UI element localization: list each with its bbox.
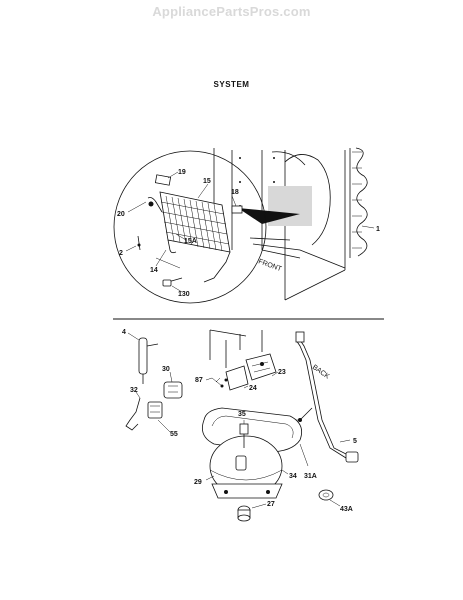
label-130: 130 xyxy=(178,291,190,298)
label-5: 5 xyxy=(353,438,357,445)
rear-bracket xyxy=(209,329,263,368)
label-27: 27 xyxy=(267,501,275,508)
condenser-magnifier xyxy=(113,150,267,304)
plate-part-24 xyxy=(225,365,249,391)
label-35: 35 xyxy=(238,411,246,418)
diagram-title: SYSTEM xyxy=(213,80,250,89)
compressor-assembly xyxy=(201,407,303,499)
label-1: 1 xyxy=(376,226,380,233)
power-cord-part-5 xyxy=(295,331,359,463)
label-34: 34 xyxy=(289,473,297,480)
clip-part-86 xyxy=(298,407,313,422)
label-2: 2 xyxy=(119,250,123,257)
label-18: 18 xyxy=(231,189,239,196)
label-14: 14 xyxy=(150,267,158,274)
label-32: 32 xyxy=(130,387,138,394)
overload-part-30 xyxy=(163,381,183,399)
label-20: 20 xyxy=(117,211,125,218)
label-87: 87 xyxy=(195,377,203,384)
screws-part-87 xyxy=(211,377,228,388)
relay-part-55 xyxy=(147,401,163,419)
grommet-part-27 xyxy=(237,505,251,522)
label-29: 29 xyxy=(194,479,202,486)
top-leaders xyxy=(125,171,375,293)
wire-part-32 xyxy=(125,397,141,431)
label-19: 19 xyxy=(178,169,186,176)
relay-part-23 xyxy=(245,353,277,381)
label-24: 24 xyxy=(249,385,257,392)
cabinet-outline xyxy=(213,148,346,301)
label-55: 55 xyxy=(170,431,178,438)
ring-part-43a xyxy=(318,489,334,501)
filter-drier-part-4 xyxy=(138,337,159,384)
label-15a: 15A xyxy=(184,238,197,245)
label-23: 23 xyxy=(278,369,286,376)
label-31a: 31A xyxy=(304,473,317,480)
label-4: 4 xyxy=(122,329,126,336)
label-15: 15 xyxy=(203,178,211,185)
label-43a: 43A xyxy=(340,506,353,513)
label-30: 30 xyxy=(162,366,170,373)
site-watermark: AppliancePartsPros.com xyxy=(152,4,311,19)
callout-wedge xyxy=(238,208,300,224)
label-front: FRONT xyxy=(257,258,283,273)
back-coil-part-1 xyxy=(349,147,368,258)
